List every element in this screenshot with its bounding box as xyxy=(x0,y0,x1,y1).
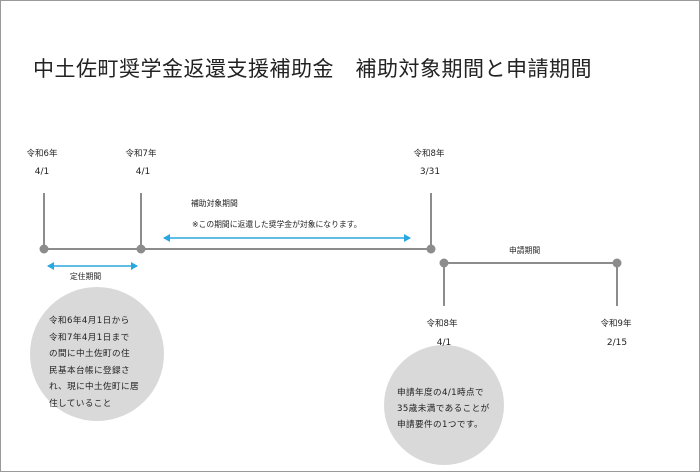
residence-note-bubble xyxy=(30,287,164,421)
point-r9 xyxy=(612,258,622,268)
milestone-era-3: 令和8年 xyxy=(413,149,445,159)
residence-note-line: れ、現に中土佐町に居 xyxy=(49,382,140,392)
page-title: 中土佐町奨学金返還支援補助金 補助対象期間と申請期間 xyxy=(33,57,592,81)
subsidy-period-note: ※この期間に返還した奨学金が対象になります。 xyxy=(192,220,362,229)
milestone-era-5: 令和9年 xyxy=(600,319,632,329)
point-r8-end xyxy=(426,244,436,254)
subsidy-period-label: 補助対象期間 xyxy=(191,199,238,208)
milestone-era-1: 令和6年 xyxy=(26,149,58,159)
residence-note-line: 令和6年4月1日から xyxy=(49,316,130,326)
residence-period-label: 定住期間 xyxy=(70,272,102,281)
application-note-line: 申請要件の1つです。 xyxy=(397,420,483,430)
residence-note-line: 令和7年4月1日まで xyxy=(49,332,130,343)
application-requirement-note: 申請年度の4/1時点で 35歳未満であることが 申請要件の1つです。 xyxy=(397,385,490,433)
milestone-date-2: 4/1 xyxy=(135,167,151,177)
milestone-date-5: 2/15 xyxy=(606,338,628,348)
milestone-date-1: 4/1 xyxy=(34,167,50,177)
point-r8-start xyxy=(439,258,449,268)
residence-note-line: の間に中土佐町の住 xyxy=(49,349,130,359)
point-r7 xyxy=(136,244,146,254)
milestone-era-2: 令和7年 xyxy=(125,149,157,159)
point-r6 xyxy=(39,244,49,254)
residence-note-line: 住していること xyxy=(49,398,112,409)
milestone-date-3: 3/31 xyxy=(419,167,441,177)
application-note-line: 申請年度の4/1時点で xyxy=(397,388,484,398)
residence-requirement-note: 令和6年4月1日から 令和7年4月1日まで の間に中土佐町の住 民基本台帳に登録… xyxy=(49,313,139,412)
application-note-bubble xyxy=(384,345,504,465)
application-period-label: 申請期間 xyxy=(509,246,541,255)
milestone-date-4: 4/1 xyxy=(436,338,452,348)
milestone-era-4: 令和8年 xyxy=(426,319,458,329)
application-note-line: 35歳未満であることが xyxy=(397,404,490,414)
residence-note-line: 民基本台帳に登録さ xyxy=(49,365,130,376)
